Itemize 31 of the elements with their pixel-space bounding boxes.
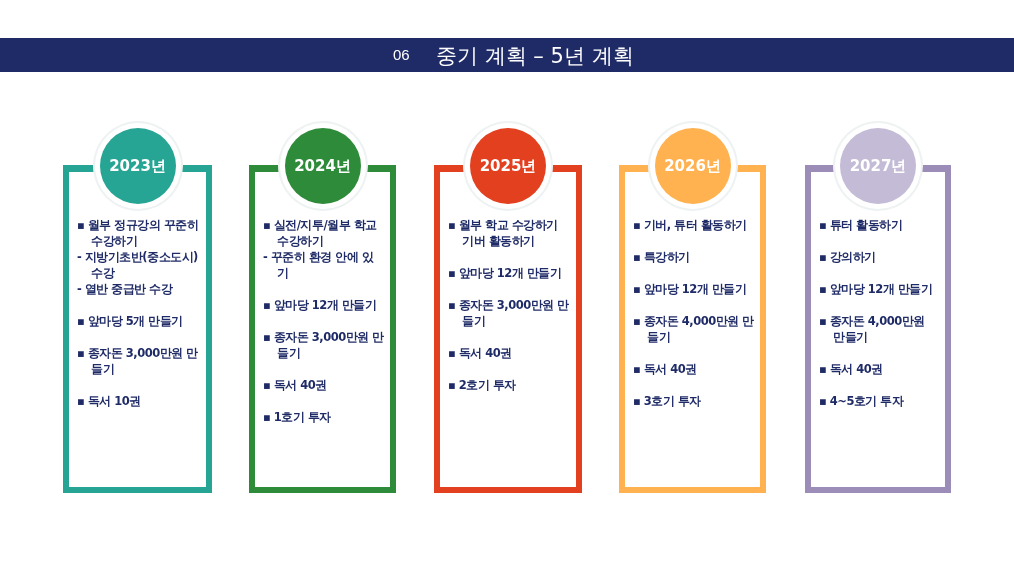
list-item: - 꾸준히 환경 안에 있기 — [263, 249, 375, 281]
list-item: ▪ 튜터 활동하기 — [819, 217, 904, 233]
list-item: ▪ 특강하기 — [633, 249, 691, 265]
list-item: ▪ 종자돈 4,000만원 만들기 — [633, 313, 754, 345]
list-item: ▪ 앞마당 12개 만들기 — [633, 281, 748, 297]
list-item: ▪ 기버, 튜터 활동하기 — [633, 217, 748, 233]
list-item: ▪ 독서 40권 — [263, 377, 328, 393]
list-item: ▪ 종자돈 3,000만원 만들기 — [448, 297, 570, 329]
list-item: - 지방기초반(중소도시) 수강 — [77, 249, 199, 281]
list-item: ▪ 3호기 투자 — [633, 393, 702, 409]
list-item: ▪ 4~5호기 투자 — [819, 393, 905, 409]
list-item: ▪ 2호기 투자 — [448, 377, 517, 393]
list-item: ▪ 앞마당 12개 만들기 — [819, 281, 934, 297]
list-item: ▪ 독서 40권 — [633, 361, 698, 377]
list-item: ▪ 독서 40권 — [448, 345, 513, 361]
list-item: ▪ 종자돈 3,000만원 만들기 — [263, 329, 384, 361]
section-number: 06 — [393, 46, 410, 63]
list-item: ▪ 독서 10권 — [77, 393, 142, 409]
list-item: ▪ 강의하기 — [819, 249, 877, 265]
list-item: - 열반 중급반 수강 — [77, 281, 174, 297]
list-item: ▪ 종자돈 4,000만원 만들기 — [819, 313, 926, 345]
list-item: ▪ 실전/지투/월부 학교 수강하기 — [263, 217, 378, 249]
list-item: ▪ 앞마당 12개 만들기 — [448, 265, 563, 281]
list-item: ▪ 1호기 투자 — [263, 409, 332, 425]
list-item: ▪ 월부 학교 수강하기 기버 활동하기 — [448, 217, 559, 249]
list-item: ▪ 앞마당 12개 만들기 — [263, 297, 378, 313]
list-item: ▪ 앞마당 5개 만들기 — [77, 313, 184, 329]
title: 중기 계획 – 5년 계획 — [436, 43, 634, 70]
list-item: ▪ 독서 40권 — [819, 361, 884, 377]
list-item: ▪ 종자돈 3,000만원 만들기 — [77, 345, 199, 377]
list-item: ▪ 월부 정규강의 꾸준히 수강하기 — [77, 217, 200, 249]
